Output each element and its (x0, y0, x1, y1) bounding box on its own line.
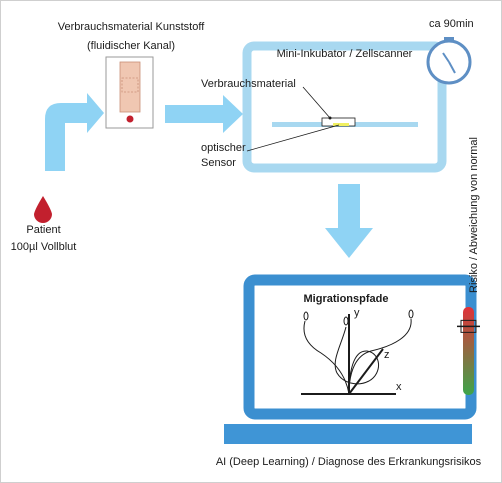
axis-y-label: y (354, 307, 360, 319)
cell-start-1 (303, 311, 309, 321)
patient-label: Patient (26, 224, 61, 236)
consumable-blood-spot (126, 115, 134, 123)
inner-consumable-label: Verbrauchsmaterial (201, 78, 296, 90)
incubator-title: Mini-Inkubator / Zellscanner (276, 48, 413, 60)
incubator-device (242, 41, 447, 173)
flow-arrow-incubator-to-laptop (325, 184, 373, 258)
flow-arrow-consumable-to-incubator (165, 95, 243, 133)
risk-scale-bar (463, 307, 474, 395)
cell-start-3 (408, 309, 414, 319)
consumable-title: Verbrauchsmaterial Kunststoff (57, 21, 205, 33)
risk-axis-label: Risiko / Abweichung von normal (468, 137, 480, 293)
optical-sensor-bar (333, 123, 349, 126)
leader-sensor (246, 124, 340, 152)
migration-path-3 (348, 318, 412, 395)
leader-consumable (302, 86, 331, 119)
cell-start-2 (343, 316, 349, 326)
migration-plot (301, 309, 414, 395)
leader-consumable-dot (328, 116, 332, 120)
axis-z-label: z (384, 349, 390, 361)
sensor-label-line2: Sensor (201, 157, 236, 169)
consumable-channel (119, 61, 141, 113)
screen-title: Migrationspfade (303, 293, 389, 305)
sensor-label-line1: optischer (201, 142, 246, 154)
blood-drop-icon (34, 196, 52, 224)
migration-path-2 (334, 326, 379, 395)
ai-caption: AI (Deep Learning) / Diagnose des Erkran… (215, 456, 482, 468)
time-label: ca 90min (429, 18, 474, 30)
consumable-chamber (121, 77, 139, 93)
axis-z-line (348, 348, 384, 395)
migration-path-1 (303, 320, 350, 395)
blood-volume-label: 100µl Vollblut (10, 241, 77, 253)
risk-marker (457, 319, 480, 333)
flow-arrow-patient-to-consumable (45, 93, 104, 171)
stopwatch-icon (426, 37, 472, 85)
laptop-base (224, 424, 472, 444)
axis-x-label: x (396, 381, 402, 393)
consumable-subtitle: (fluidischer Kanal) (86, 40, 176, 52)
